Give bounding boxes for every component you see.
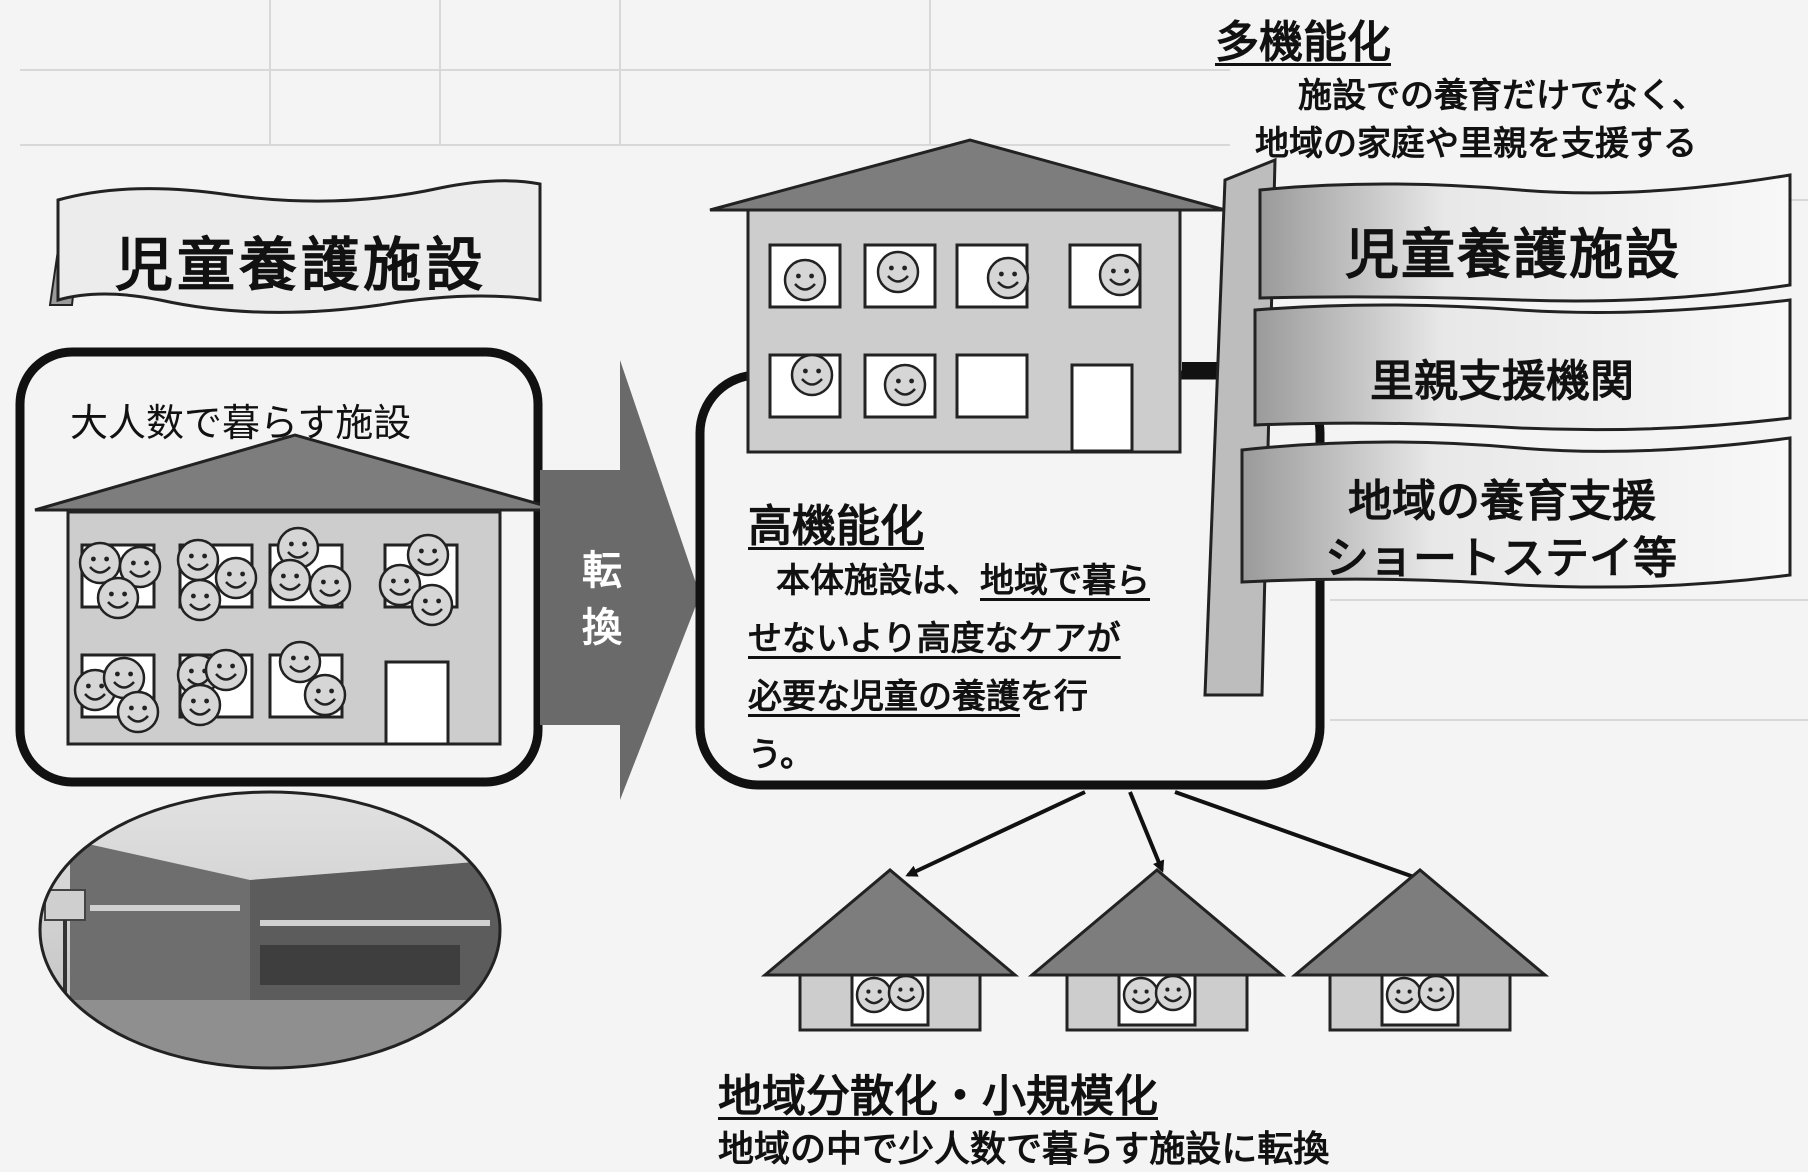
body-segment-underlined: せないより高度なケアが [748, 619, 1121, 659]
flag-3-label-2: ショートステイ等 [1325, 533, 1677, 584]
flag-3-label-1: 地域の養育支援 [1348, 476, 1656, 527]
child-face [278, 640, 322, 684]
child-face [102, 656, 146, 700]
flag-childcare-facility [1258, 173, 1792, 303]
main-facility-children [783, 250, 1142, 407]
child-face [178, 683, 222, 727]
child-face [986, 256, 1030, 300]
child-face [378, 563, 422, 607]
child-face [410, 583, 454, 627]
body-segment: を行 [1020, 677, 1088, 717]
conversion-label-2: 換 [582, 605, 622, 651]
large-facility-children [73, 526, 454, 734]
child-face [78, 541, 122, 585]
child-face [783, 258, 827, 302]
conversion-label-1: 転 [582, 548, 622, 594]
child-face [178, 578, 222, 622]
child-face [406, 533, 450, 577]
multi-function-heading: 多機能化 [1215, 17, 1391, 68]
conversion-arrow [540, 360, 700, 800]
multi-function-desc-1: 施設での養育だけでなく、 [1298, 76, 1706, 116]
child-face [1154, 974, 1192, 1012]
child-face [855, 976, 893, 1014]
child-face [116, 690, 160, 734]
child-face [1098, 253, 1142, 297]
child-face [96, 576, 140, 620]
high-function-heading: 高機能化 [748, 501, 924, 552]
child-face [887, 974, 925, 1012]
child-face [308, 564, 352, 608]
door [384, 660, 450, 746]
flag-community-support [1240, 436, 1792, 589]
small-home [1290, 868, 1550, 1032]
small-group-homes [760, 868, 1550, 1032]
body-segment-underlined: 地域で暮ら [980, 561, 1150, 601]
child-face [1385, 976, 1423, 1014]
left-banner [48, 179, 542, 314]
child-face [1122, 976, 1160, 1014]
multi-function-flags [1203, 157, 1792, 697]
child-face [883, 363, 927, 407]
child-face [214, 556, 258, 600]
child-face [118, 545, 162, 589]
left-banner-title: 児童養護施設 [115, 231, 488, 299]
small-home [760, 868, 1020, 1032]
body-segment: 本体施設は、 [776, 561, 980, 601]
flag-foster-support [1253, 298, 1792, 432]
window [955, 353, 1029, 419]
body-segment: う。 [748, 735, 814, 775]
large-facility-box [15, 347, 543, 787]
facility-photo [38, 790, 502, 1070]
child-face [176, 538, 220, 582]
dispersal-desc: 地域の中で少人数で暮らす施設に転換 [718, 1129, 1330, 1170]
child-face [268, 558, 312, 602]
child-face [790, 353, 834, 397]
child-face [204, 648, 248, 692]
child-face [876, 250, 920, 294]
connector-bar [1182, 362, 1222, 376]
dispersal-heading: 地域分散化・小規模化 [718, 1071, 1158, 1122]
dispersal-arrows [905, 790, 1431, 885]
multi-function-desc-2: 地域の家庭や里親を支援する [1255, 124, 1697, 164]
flag-2-label: 里親支援機関 [1370, 356, 1634, 407]
door [1070, 363, 1134, 453]
child-face [1417, 974, 1455, 1012]
large-facility-caption: 大人数で暮らす施設 [70, 401, 412, 445]
flag-1-label: 児童養護施設 [1345, 223, 1681, 286]
small-home [1027, 868, 1287, 1032]
child-face [303, 673, 347, 717]
body-segment-underlined: 必要な児童の養護 [748, 677, 1020, 717]
high-function-body: 本体施設は、地域で暮ら せないより高度なケアが 必要な児童の養護を行 う。 [748, 552, 1218, 784]
